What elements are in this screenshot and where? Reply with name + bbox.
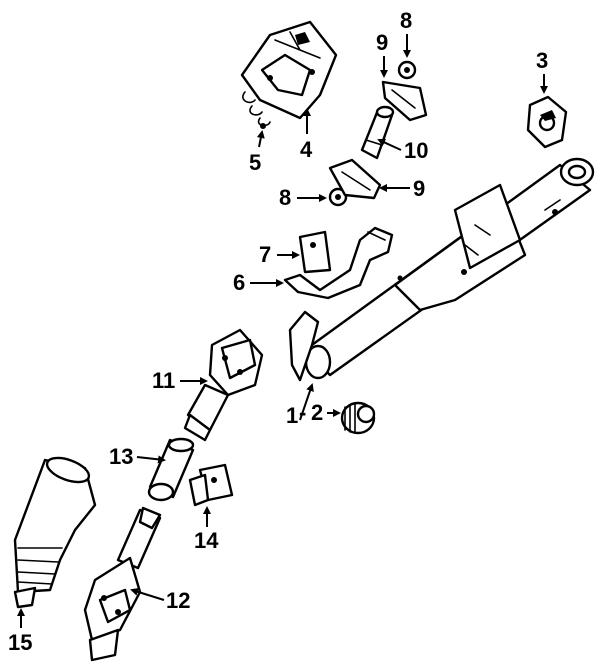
callout-label-8-bottom: 8 bbox=[279, 185, 291, 210]
callout-label-10: 10 bbox=[404, 138, 428, 163]
callout-label-12: 12 bbox=[166, 588, 190, 613]
plate-part-7 bbox=[298, 230, 332, 274]
callout-label-14: 14 bbox=[194, 528, 219, 553]
callout-7: 7 bbox=[259, 242, 300, 267]
callout-label-11: 11 bbox=[152, 368, 175, 393]
callout-10: 10 bbox=[377, 138, 428, 163]
boot-part-15 bbox=[13, 456, 97, 609]
u-joint-part-12 bbox=[83, 506, 162, 662]
sleeve-part-13 bbox=[147, 437, 195, 502]
leader-arrow-10 bbox=[377, 138, 402, 151]
bearing-part bbox=[340, 401, 376, 435]
callout-separator: - bbox=[299, 400, 306, 425]
rod-part-6 bbox=[283, 226, 394, 300]
callout-14: 14 bbox=[194, 506, 219, 553]
switch-housing-part-4 bbox=[240, 20, 338, 120]
steering-column-tube bbox=[288, 157, 595, 382]
callout-label-4: 4 bbox=[300, 137, 313, 162]
callout-5: 5 bbox=[249, 130, 265, 175]
callout-label-9-bottom: 9 bbox=[413, 176, 425, 201]
callout-label-9-top: 9 bbox=[376, 30, 388, 55]
callout-8-top: 8 bbox=[400, 8, 412, 58]
callout-11: 11 bbox=[152, 368, 208, 393]
leader-arrow-13 bbox=[136, 455, 166, 464]
callout-label-5: 5 bbox=[249, 150, 261, 175]
nut-part-8-bottom bbox=[328, 187, 348, 207]
callout-13: 13 bbox=[109, 444, 166, 469]
link-part-9-top bbox=[381, 80, 428, 122]
callout-8-bottom: 8 bbox=[279, 185, 327, 210]
bolt-part-14 bbox=[188, 463, 234, 507]
link-part-9-bottom bbox=[328, 158, 382, 200]
callout-9-top: 9 bbox=[376, 30, 388, 78]
nut-part-8-top bbox=[397, 60, 417, 80]
u-joint-part-11 bbox=[183, 328, 264, 442]
bracket-part-3 bbox=[526, 95, 568, 149]
callout-6: 6 bbox=[233, 270, 284, 295]
callout-4: 4 bbox=[300, 108, 313, 162]
callout-2: - 2 bbox=[299, 400, 341, 425]
callout-label-8-top: 8 bbox=[400, 8, 412, 33]
spring-part-5 bbox=[242, 91, 271, 129]
callout-label-7: 7 bbox=[259, 242, 271, 267]
callout-1: 1 bbox=[286, 383, 314, 428]
leader-arrow-1 bbox=[299, 383, 314, 421]
callout-label-1: 1 bbox=[286, 403, 298, 428]
pin-part-10 bbox=[360, 105, 395, 160]
callout-label-15: 15 bbox=[8, 630, 32, 655]
callout-15: 15 bbox=[8, 608, 32, 655]
callout-label-6: 6 bbox=[233, 270, 245, 295]
callout-label-2: 2 bbox=[311, 400, 323, 425]
leader-arrow-5 bbox=[256, 130, 265, 148]
callout-3: 3 bbox=[536, 48, 548, 94]
callout-label-13: 13 bbox=[109, 444, 133, 469]
leader-arrow-12 bbox=[130, 587, 165, 601]
callout-12: 12 bbox=[130, 587, 190, 613]
callout-9-bottom: 9 bbox=[379, 176, 425, 201]
callout-label-3: 3 bbox=[536, 48, 548, 73]
